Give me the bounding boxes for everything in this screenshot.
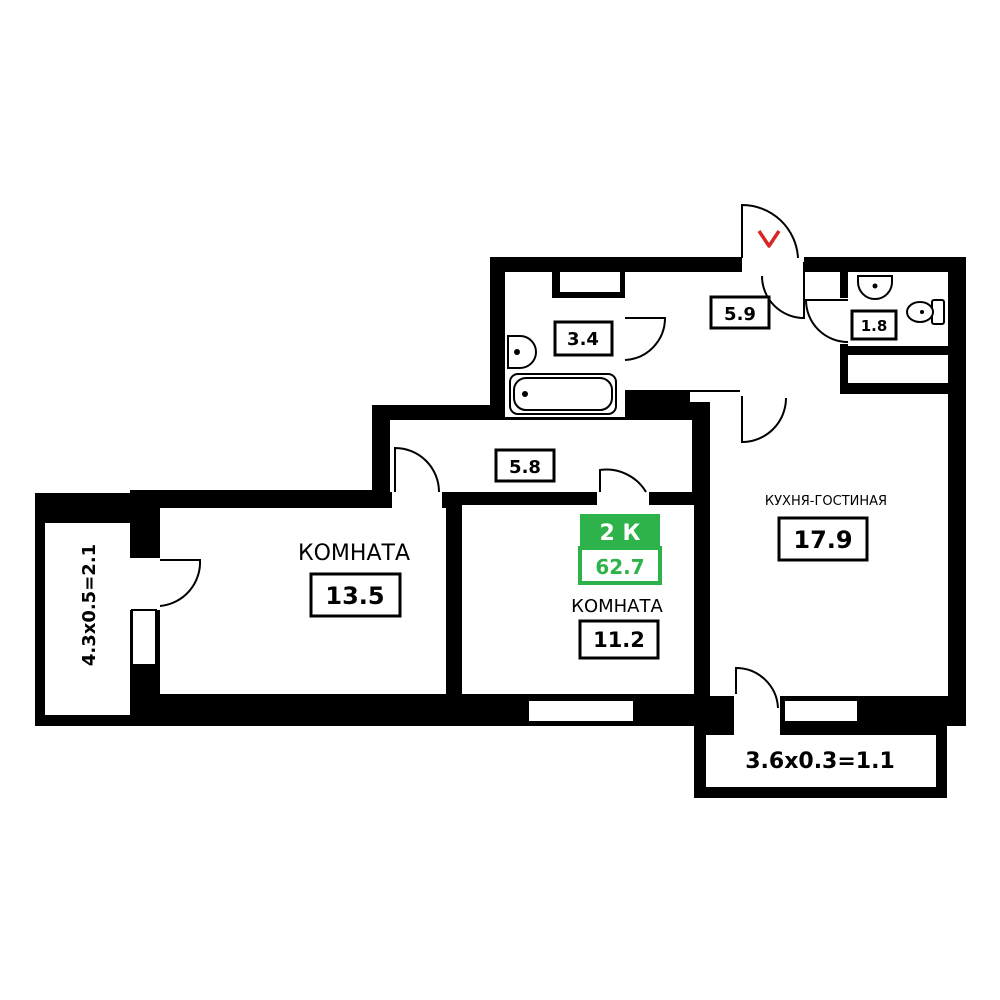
- area-balcony-bottom: 3.6x0.3=1.1: [745, 749, 895, 774]
- toilet-icon: [906, 299, 945, 325]
- area-kitchen: 17.9: [793, 526, 852, 554]
- windows: [131, 609, 859, 723]
- kitchen-door: [741, 396, 787, 444]
- label-corridor: 5.8: [494, 448, 556, 483]
- balcony-left-door-opening: [128, 558, 164, 610]
- balcony-left-floor: [45, 523, 130, 715]
- hall-floor: [625, 272, 840, 390]
- label-bathroom: 3.4: [553, 320, 614, 357]
- wc-door: [804, 299, 849, 343]
- room-left-name: КОМНАТА: [298, 541, 410, 566]
- hall-lower-floor: [740, 380, 840, 398]
- wc-door-opening: [838, 298, 852, 344]
- label-room-left: 13.5: [309, 572, 402, 618]
- area-balcony-left: 4.3x0.5=2.1: [79, 544, 100, 666]
- door-openings: [128, 255, 852, 738]
- label-kitchen: 17.9: [777, 516, 869, 562]
- sink-icon: [856, 275, 894, 300]
- apartment-badge: 2 К 62.7: [578, 514, 662, 585]
- badge-total-area: 62.7: [595, 555, 644, 579]
- entrance-door-leaf-right: [761, 262, 805, 320]
- room-middle-door-opening: [597, 488, 649, 510]
- area-wc: 1.8: [861, 317, 888, 335]
- window-room-left: [131, 609, 157, 666]
- entrance-chevron-icon: [757, 230, 781, 248]
- balcony-bottom-door-opening: [734, 690, 780, 738]
- area-hall: 5.9: [724, 304, 756, 325]
- balcony-left-door: [159, 559, 202, 607]
- balcony-bottom-door: [735, 666, 779, 709]
- area-bathroom: 3.4: [567, 329, 599, 350]
- label-hall: 5.9: [709, 295, 771, 330]
- room-middle-name: КОМНАТА: [571, 596, 663, 617]
- kitchen-name: КУХНЯ-ГОСТИНАЯ: [765, 494, 887, 509]
- room-left-door-opening: [392, 488, 442, 512]
- room-left-floor: [160, 508, 446, 694]
- label-wc: 1.8: [850, 309, 898, 341]
- bathroom-door-opening: [620, 318, 630, 364]
- area-room-middle: 11.2: [593, 628, 645, 652]
- badge-rooms: 2 К: [600, 521, 641, 546]
- sink-icon: [507, 335, 537, 369]
- bathroom-door: [624, 317, 667, 361]
- bathroom-shelf-gap: [560, 272, 620, 292]
- door-swings: [159, 203, 849, 709]
- bathtub-icon: [509, 373, 617, 415]
- wc-lower-floor: [848, 355, 948, 383]
- room-left-door: [394, 446, 440, 493]
- window-room-middle: [527, 699, 635, 723]
- kitchen-door-opening: [690, 392, 744, 402]
- entrance-door-leaf-left: [741, 203, 799, 259]
- entrance-opening: [742, 255, 804, 275]
- label-room-middle: 11.2: [578, 619, 660, 660]
- area-corridor: 5.8: [509, 457, 541, 478]
- balcony-bottom-floor: [706, 735, 936, 787]
- window-kitchen: [783, 699, 859, 723]
- room-middle-door: [599, 468, 647, 493]
- area-room-left: 13.5: [325, 582, 384, 610]
